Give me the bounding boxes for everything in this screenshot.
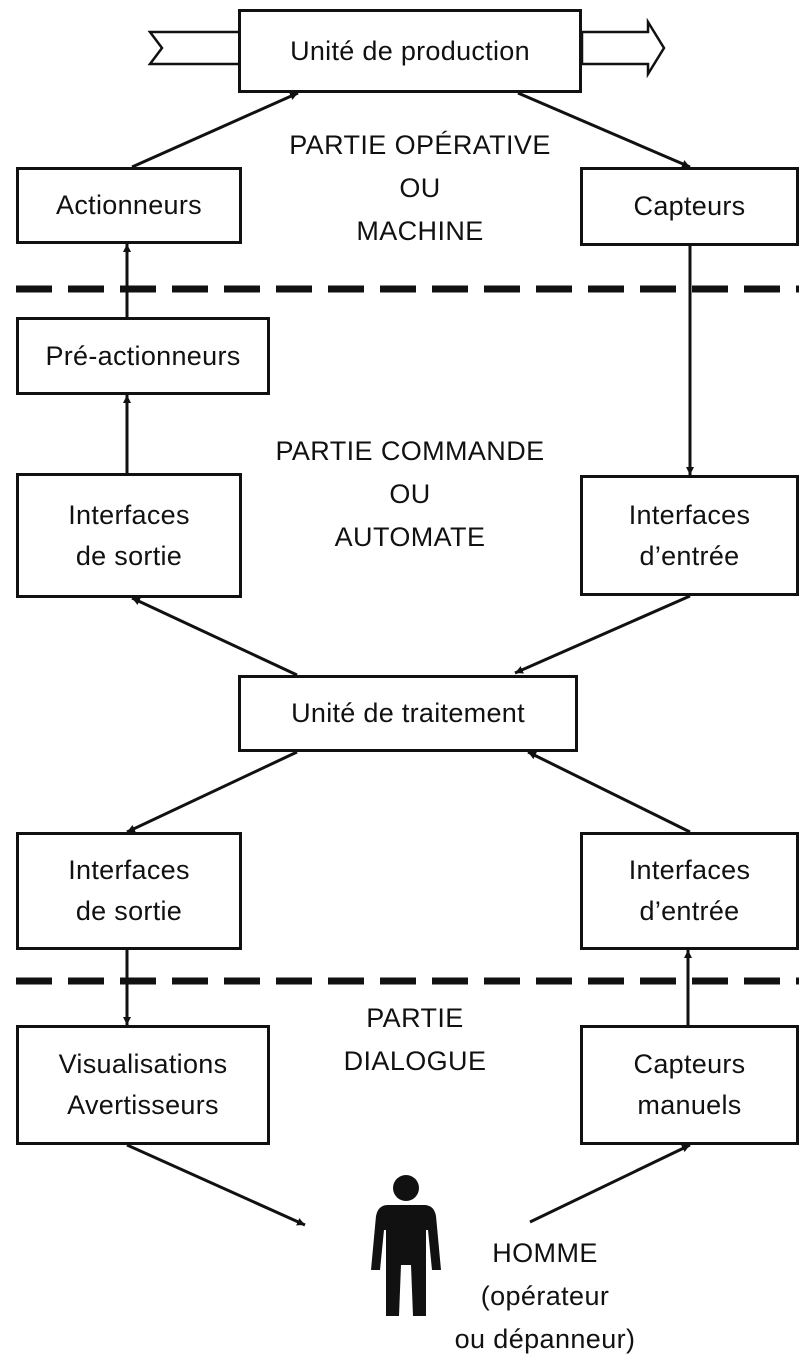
arrow-interfaces-entree-to-traitement (514, 594, 691, 675)
box-pre-actionneurs: Pré-actionneurs (16, 317, 270, 395)
box-capteurs-manuels-line1: Capteurs (633, 1049, 746, 1079)
box-interfaces-entree-commande: Interfaces d’entrée (580, 475, 799, 596)
output-flow-arrow (580, 17, 666, 79)
box-interfaces-sortie-dialogue-line2: de sortie (75, 896, 183, 926)
box-interfaces-entree-commande-line1: Interfaces (628, 499, 751, 530)
box-capteurs-label: Capteurs (633, 191, 746, 221)
zone-label-commande: PARTIE COMMANDE OU AUTOMATE (230, 430, 590, 559)
box-interfaces-sortie-dialogue-line1: Interfaces (68, 855, 190, 885)
arrow-traitement-to-interfaces-sortie-2 (126, 750, 298, 834)
zone-commande-line2: OU (389, 479, 431, 509)
box-unite-production-label: Unité de production (290, 35, 530, 66)
box-interfaces-sortie-commande-line1: Interfaces (68, 499, 190, 530)
box-interfaces-entree-dialogue: Interfaces d’entrée (580, 832, 799, 950)
box-unite-traitement-label: Unité de traitement (291, 698, 525, 728)
arrow-traitement-to-interfaces-sortie (131, 596, 298, 677)
box-visualisations-line1: Visualisations (58, 1049, 228, 1079)
zone-commande-line3: AUTOMATE (334, 522, 486, 552)
box-visualisations-line2: Avertisseurs (67, 1090, 219, 1120)
box-unite-traitement: Unité de traitement (238, 675, 578, 752)
box-interfaces-entree-dialogue-line1: Interfaces (628, 855, 751, 885)
box-interfaces-entree-commande-line2: d’entrée (639, 540, 740, 571)
box-interfaces-entree-dialogue-line2: d’entrée (639, 896, 740, 926)
zone-label-operative: PARTIE OPÉRATIVE OU MACHINE (240, 124, 600, 253)
zone-operative-line1: PARTIE OPÉRATIVE (289, 130, 551, 160)
box-capteurs: Capteurs (580, 167, 799, 246)
homme-line3: ou dépanneur) (454, 1324, 636, 1354)
box-capteurs-manuels-line2: manuels (637, 1090, 742, 1120)
box-unite-production: Unité de production (238, 9, 582, 93)
box-visualisations: Visualisations Avertisseurs (16, 1025, 270, 1145)
arrow-visualisations-to-homme (126, 1143, 306, 1227)
zone-operative-line3: MACHINE (356, 216, 484, 246)
person-icon (371, 1175, 441, 1316)
box-actionneurs: Actionneurs (16, 167, 242, 244)
zone-dialogue-line1: PARTIE (366, 1003, 464, 1033)
zone-operative-line2: OU (399, 173, 441, 203)
homme-label: HOMME (opérateur ou dépanneur) (420, 1232, 670, 1361)
arrow-actionneurs-to-production (131, 91, 299, 169)
box-interfaces-sortie-commande: Interfaces de sortie (16, 473, 242, 598)
zone-label-dialogue: PARTIE DIALOGUE (300, 997, 530, 1083)
zone-commande-line1: PARTIE COMMANDE (275, 436, 545, 466)
box-capteurs-manuels: Capteurs manuels (580, 1025, 799, 1145)
arrow-interfaces-entree-2-to-traitement (527, 750, 691, 834)
arrow-production-to-capteurs (517, 91, 691, 169)
arrow-homme-to-capteurs-manuels (529, 1143, 691, 1224)
box-interfaces-sortie-dialogue: Interfaces de sortie (16, 832, 242, 950)
homme-line2: (opérateur (480, 1281, 610, 1311)
box-pre-actionneurs-label: Pré-actionneurs (45, 340, 241, 371)
box-actionneurs-label: Actionneurs (56, 190, 202, 220)
homme-line1: HOMME (492, 1238, 598, 1268)
input-flow-arrow (147, 30, 242, 66)
zone-dialogue-line2: DIALOGUE (343, 1046, 487, 1076)
box-interfaces-sortie-commande-line2: de sortie (75, 540, 183, 571)
